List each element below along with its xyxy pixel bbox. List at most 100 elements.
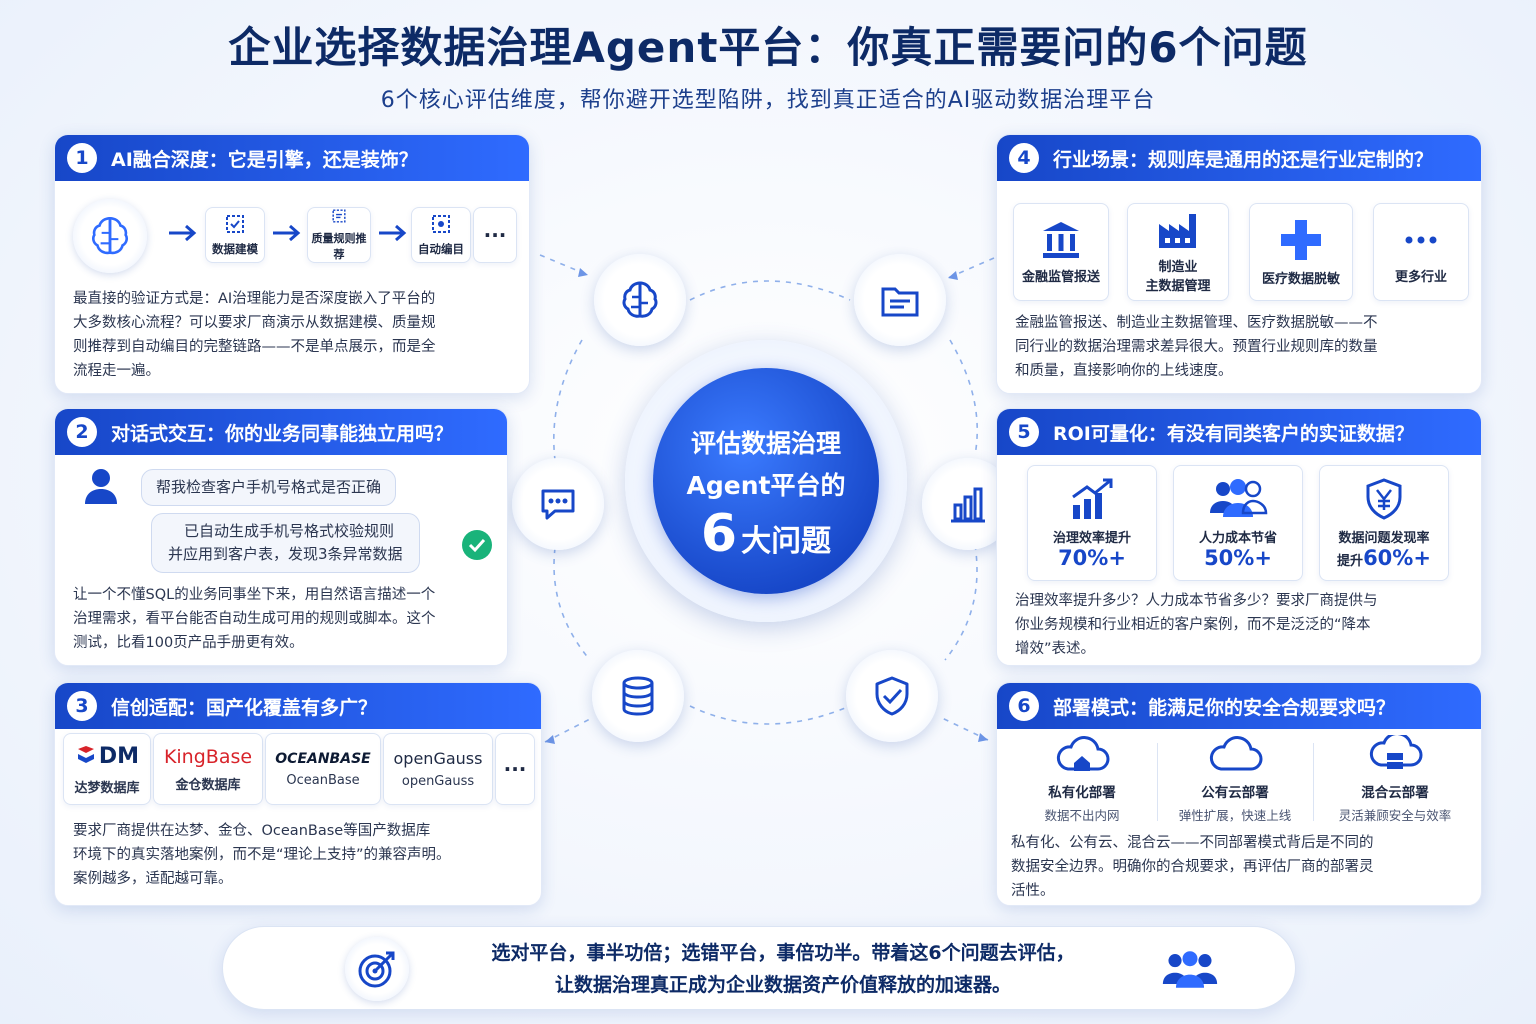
card-q4-number: 4 [1009,143,1039,173]
desc-line: 最直接的验证方式是：AI治理能力是否深度嵌入了平台的 [73,291,436,307]
step-label: 自动编目 [418,242,464,256]
card-q4: 4 行业场景：规则库是通用的还是行业定制的？ 金融监管报送 制造业 主数据管理 … [996,134,1482,394]
card-q4-title: 行业场景：规则库是通用的还是行业定制的？ [1053,148,1434,171]
page-subtitle: 6个核心评估维度，帮你避开选型陷阱，找到真正适合的AI驱动数据治理平台 [380,88,1156,113]
card-q1-title: AI融合深度：它是引擎，还是装饰？ [111,148,418,171]
shield-check-icon [875,676,909,716]
user-avatar-icon [85,469,117,504]
footer-line2: 让数据治理真正成为企业数据资产价值释放的加速器。 [554,974,1011,996]
dm-brand: DM [98,744,140,769]
desc-line: 治理效率提升多少？人力成本节省多少？要求厂商提供与 [1015,593,1378,609]
metric-value: 50%+ [1204,545,1272,570]
bot-message-line: 已自动生成手机号格式校验规则 [184,522,395,540]
logo-name: 金仓数据库 [175,777,241,793]
logo-tile-dm: DM 达梦数据库 [63,733,151,805]
industry-tile-medical: 医疗数据脱敏 [1249,203,1353,301]
metric-value: 60%+ [1363,545,1431,570]
step-label: 质量规则推荐 [311,232,367,261]
card-q5-title: ROI可量化：有没有同类客户的实证数据？ [1053,422,1414,445]
desc-line: 私有化、公有云、混合云——不同部署模式背后是不同的 [1011,835,1374,851]
metric-tile-discovery: 数据问题发现率 提升60%+ [1319,465,1449,581]
user-message-text: 帮我检查客户手机号格式是否正确 [156,478,382,496]
logo-tile-opengauss: openGauss openGauss [383,733,493,805]
industry-label: 主数据管理 [1145,279,1211,294]
card-q1-number: 1 [67,143,97,173]
bar-chart-icon [951,487,985,523]
rule-icon [332,209,346,223]
card-q2-desc: 让一个不懂SQL的业务同事坐下来，用自然语言描述一个 治理需求，看平台能否自动生… [73,583,499,655]
card-q5-header: 5 ROI可量化：有没有同类客户的实证数据？ [997,409,1481,455]
deploy-divider [1157,743,1158,821]
arrow-right-icon [273,224,301,242]
deploy-hybrid: 混合云部署 灵活兼顾安全与效率 [1313,735,1477,825]
card-q2-title: 对话式交互：你的业务同事能独立用吗？ [111,422,454,445]
brain-circle [73,199,147,273]
step-more: ··· [473,207,517,263]
card-q1-header: 1 AI融合深度：它是引擎，还是装饰？ [55,135,529,181]
center-big-number: 6 [700,504,738,564]
desc-line: 同行业的数据治理需求差异很大。预置行业规则库的数量 [1015,339,1378,355]
desc-line: 数据安全边界。明确你的合规要求，再评估厂商的部署灵 [1011,859,1374,875]
desc-line: 金融监管报送、制造业主数据管理、医疗数据脱敏——不 [1015,315,1378,331]
card-q5-desc: 治理效率提升多少？人力成本节省多少？要求厂商提供与 你业务规模和行业相近的客户案… [1015,589,1471,661]
deploy-private: 私有化部署 数据不出内网 [1007,735,1157,825]
dm-logo-mark-icon [77,745,94,763]
card-q6-desc: 私有化、公有云、混合云——不同部署模式背后是不同的 数据安全边界。明确你的合规要… [1011,831,1471,903]
cloud-server-icon [1369,735,1423,769]
step-tile-3: 自动编目 [411,207,471,263]
user-message-bubble: 帮我检查客户手机号格式是否正确 [141,469,397,506]
orb-document [854,254,946,346]
brain-icon [622,281,658,318]
database-icon [622,676,654,716]
industry-tile-more: 更多行业 [1373,203,1469,301]
card-q5: 5 ROI可量化：有没有同类客户的实证数据？ 治理效率提升 70%+ 人力成本节… [996,408,1482,666]
target-badge [345,937,409,1001]
logo-tile-more: ··· [495,733,535,805]
dm-logo: DM [75,743,139,771]
oceanbase-brand: OCEANBASE [275,750,371,767]
metric-label: 数据问题发现率 [1338,530,1430,546]
cloud-home-icon [1056,736,1110,771]
more-icon [1405,236,1437,243]
logo-tile-oceanbase: OCEANBASE OceanBase [265,733,381,805]
card-q3-number: 3 [67,691,97,721]
check-circle-icon [462,530,492,560]
desc-line: 增效”表述。 [1015,641,1096,657]
desc-line: 活性。 [1011,883,1055,899]
logo-name: OceanBase [286,772,360,788]
deploy-name: 混合云部署 [1361,785,1429,801]
team-icon [1210,478,1268,517]
desc-line: 和质量，直接影响你的上线速度。 [1015,363,1233,379]
card-q1-desc: 最直接的验证方式是：AI治理能力是否深度嵌入了平台的 大多数核心流程？可以要求厂… [73,287,519,383]
desc-line: 让一个不懂SQL的业务同事坐下来，用自然语言描述一个 [73,587,436,603]
metric-value-row: 提升60%+ [1337,546,1431,570]
metric-value: 70%+ [1058,545,1126,570]
factory-icon [1159,214,1196,248]
logo-name: 达梦数据库 [74,780,140,796]
card-q4-header: 4 行业场景：规则库是通用的还是行业定制的？ [997,135,1481,181]
logo-tile-kingbase: KingBase 金仓数据库 [153,733,263,805]
center-line2: Agent平台的 [686,471,846,500]
metric-tile-efficiency: 治理效率提升 70%+ [1027,465,1157,581]
step-tile-1: 数据建模 [205,207,265,263]
footer-text: 选对平台，事半功倍；选错平台，事倍功半。带着这6个问题去评估， 让数据治理真正成… [433,937,1133,1001]
catalog-icon [432,215,450,233]
center-line1: 评估数据治理 [690,429,841,458]
card-q1: 1 AI融合深度：它是引擎，还是装饰？ 数据建模 质量规则推荐 自动编目 ···… [54,134,530,394]
chat-bubble-icon [541,489,575,520]
deploy-divider [1313,743,1314,821]
card-q3-title: 信创适配：国产化覆盖有多广？ [111,696,378,719]
team-icon [1162,951,1218,988]
industry-label: 更多行业 [1394,269,1447,285]
medical-cross-icon [1281,219,1321,260]
card-q6-header: 6 部署模式：能满足你的安全合规要求吗？ [997,683,1481,729]
deploy-sub: 灵活兼顾安全与效率 [1338,808,1452,823]
step-label: 数据建模 [212,242,258,256]
target-arrow-icon [358,951,395,988]
more-icon: ··· [503,757,527,781]
desc-line: 你业务规模和行业相近的客户案例，而不是泛泛的“降本 [1015,617,1371,633]
kingbase-brand: KingBase [163,745,253,768]
card-q6: 6 部署模式：能满足你的安全合规要求吗？ 私有化部署 数据不出内网 公有云部署 … [996,682,1482,906]
metric-label: 人力成本节省 [1198,530,1277,546]
